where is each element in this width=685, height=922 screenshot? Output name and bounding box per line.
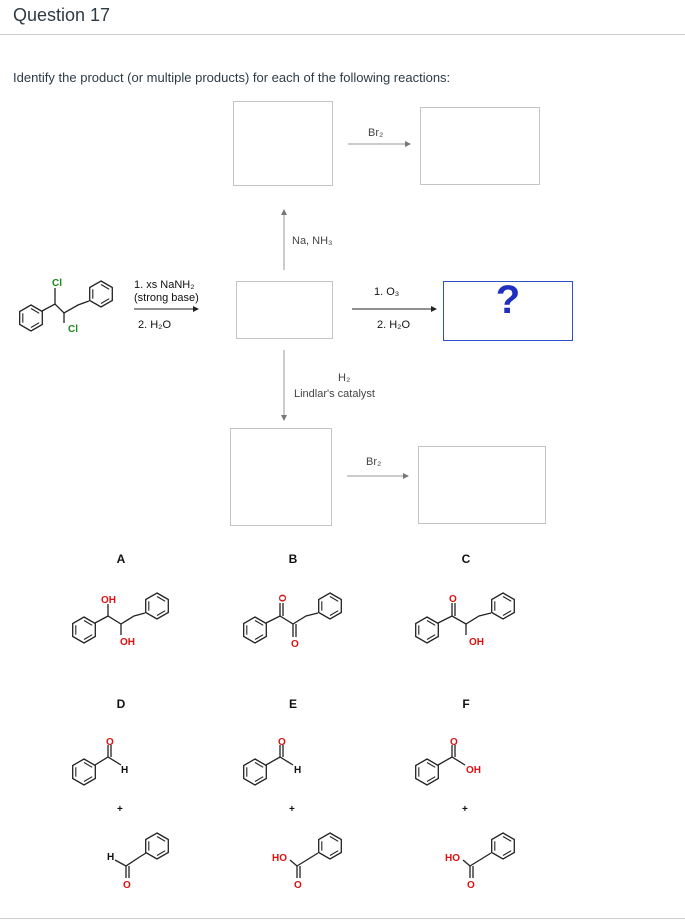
option-d-h1: H [121, 765, 128, 776]
option-b-structure: O O [243, 592, 342, 650]
option-f-oh: OH [466, 765, 481, 776]
option-letter-b: B [288, 552, 298, 566]
option-letter-c: C [461, 552, 471, 566]
answer-box-question[interactable]: ? [443, 278, 573, 341]
option-e-o1: O [278, 737, 286, 748]
question-title: Question 17 [13, 5, 111, 25]
reagent-na-nh3: Na, NH₃ [292, 235, 333, 247]
option-f-structure: O OH + HO O [415, 737, 515, 891]
option-b-o-top: O [278, 594, 289, 602]
option-f-plus: + [462, 804, 468, 815]
answer-box-top-left[interactable] [233, 101, 333, 186]
option-e-ho: HO [272, 853, 287, 864]
option-a-oh-bottom: OH [120, 637, 135, 648]
option-c-o: O [449, 594, 457, 605]
option-b-o-bottom: O [291, 639, 299, 650]
answer-box-top-right[interactable] [420, 107, 540, 185]
cl-bottom-label: Cl [68, 324, 78, 335]
reagent-naNH2: 1. xs NaNH₂ [134, 279, 195, 291]
option-letter-f: F [462, 697, 470, 711]
reagent-strong-base: (strong base) [134, 292, 199, 304]
question-mark: ? [495, 278, 521, 322]
option-e-o2: O [294, 880, 302, 891]
option-a-structure: OH OH [72, 592, 169, 648]
answer-box-bottom-left[interactable] [230, 428, 332, 526]
option-e-h: H [294, 765, 301, 776]
option-d-plus: + [117, 804, 123, 815]
option-letter-e: E [288, 697, 297, 711]
question-header: Question 17 [0, 0, 685, 35]
option-f-ho: HO [445, 853, 460, 864]
reagent-h2: H₂ [338, 372, 351, 384]
answer-box-middle[interactable] [236, 281, 333, 339]
option-letter-d: D [116, 697, 126, 711]
question-prompt: Identify the product (or multiple produc… [13, 70, 451, 85]
option-f-o1: O [450, 737, 458, 748]
reagent-br2-bottom: Br₂ [366, 456, 382, 468]
option-c-oh: OH [469, 637, 484, 648]
reagent-lindlar: Lindlar's catalyst [294, 388, 375, 400]
option-c-structure: O OH [415, 592, 515, 648]
reagent-br2-top: Br₂ [368, 127, 384, 139]
option-e-plus: + [289, 804, 295, 815]
start-molecule: Cl Cl [19, 278, 113, 335]
footer-divider [0, 918, 685, 919]
option-d-structure: O H + H O [72, 737, 169, 891]
option-letter-a: A [116, 552, 126, 566]
option-f-o2: O [467, 880, 475, 891]
cl-top-label: Cl [52, 278, 62, 289]
option-d-h2: H [107, 852, 114, 863]
option-a-oh-top: OH [101, 595, 116, 606]
option-e-structure: O H + HO O [243, 737, 342, 891]
reagent-water-2: 2. H₂O [377, 319, 410, 331]
option-d-o1: O [106, 737, 114, 748]
answer-box-bottom-right[interactable] [418, 446, 546, 524]
option-d-o2: O [123, 880, 131, 891]
reagent-ozone: 1. O₃ [374, 286, 400, 298]
reagent-water-1: 2. H₂O [138, 319, 171, 331]
